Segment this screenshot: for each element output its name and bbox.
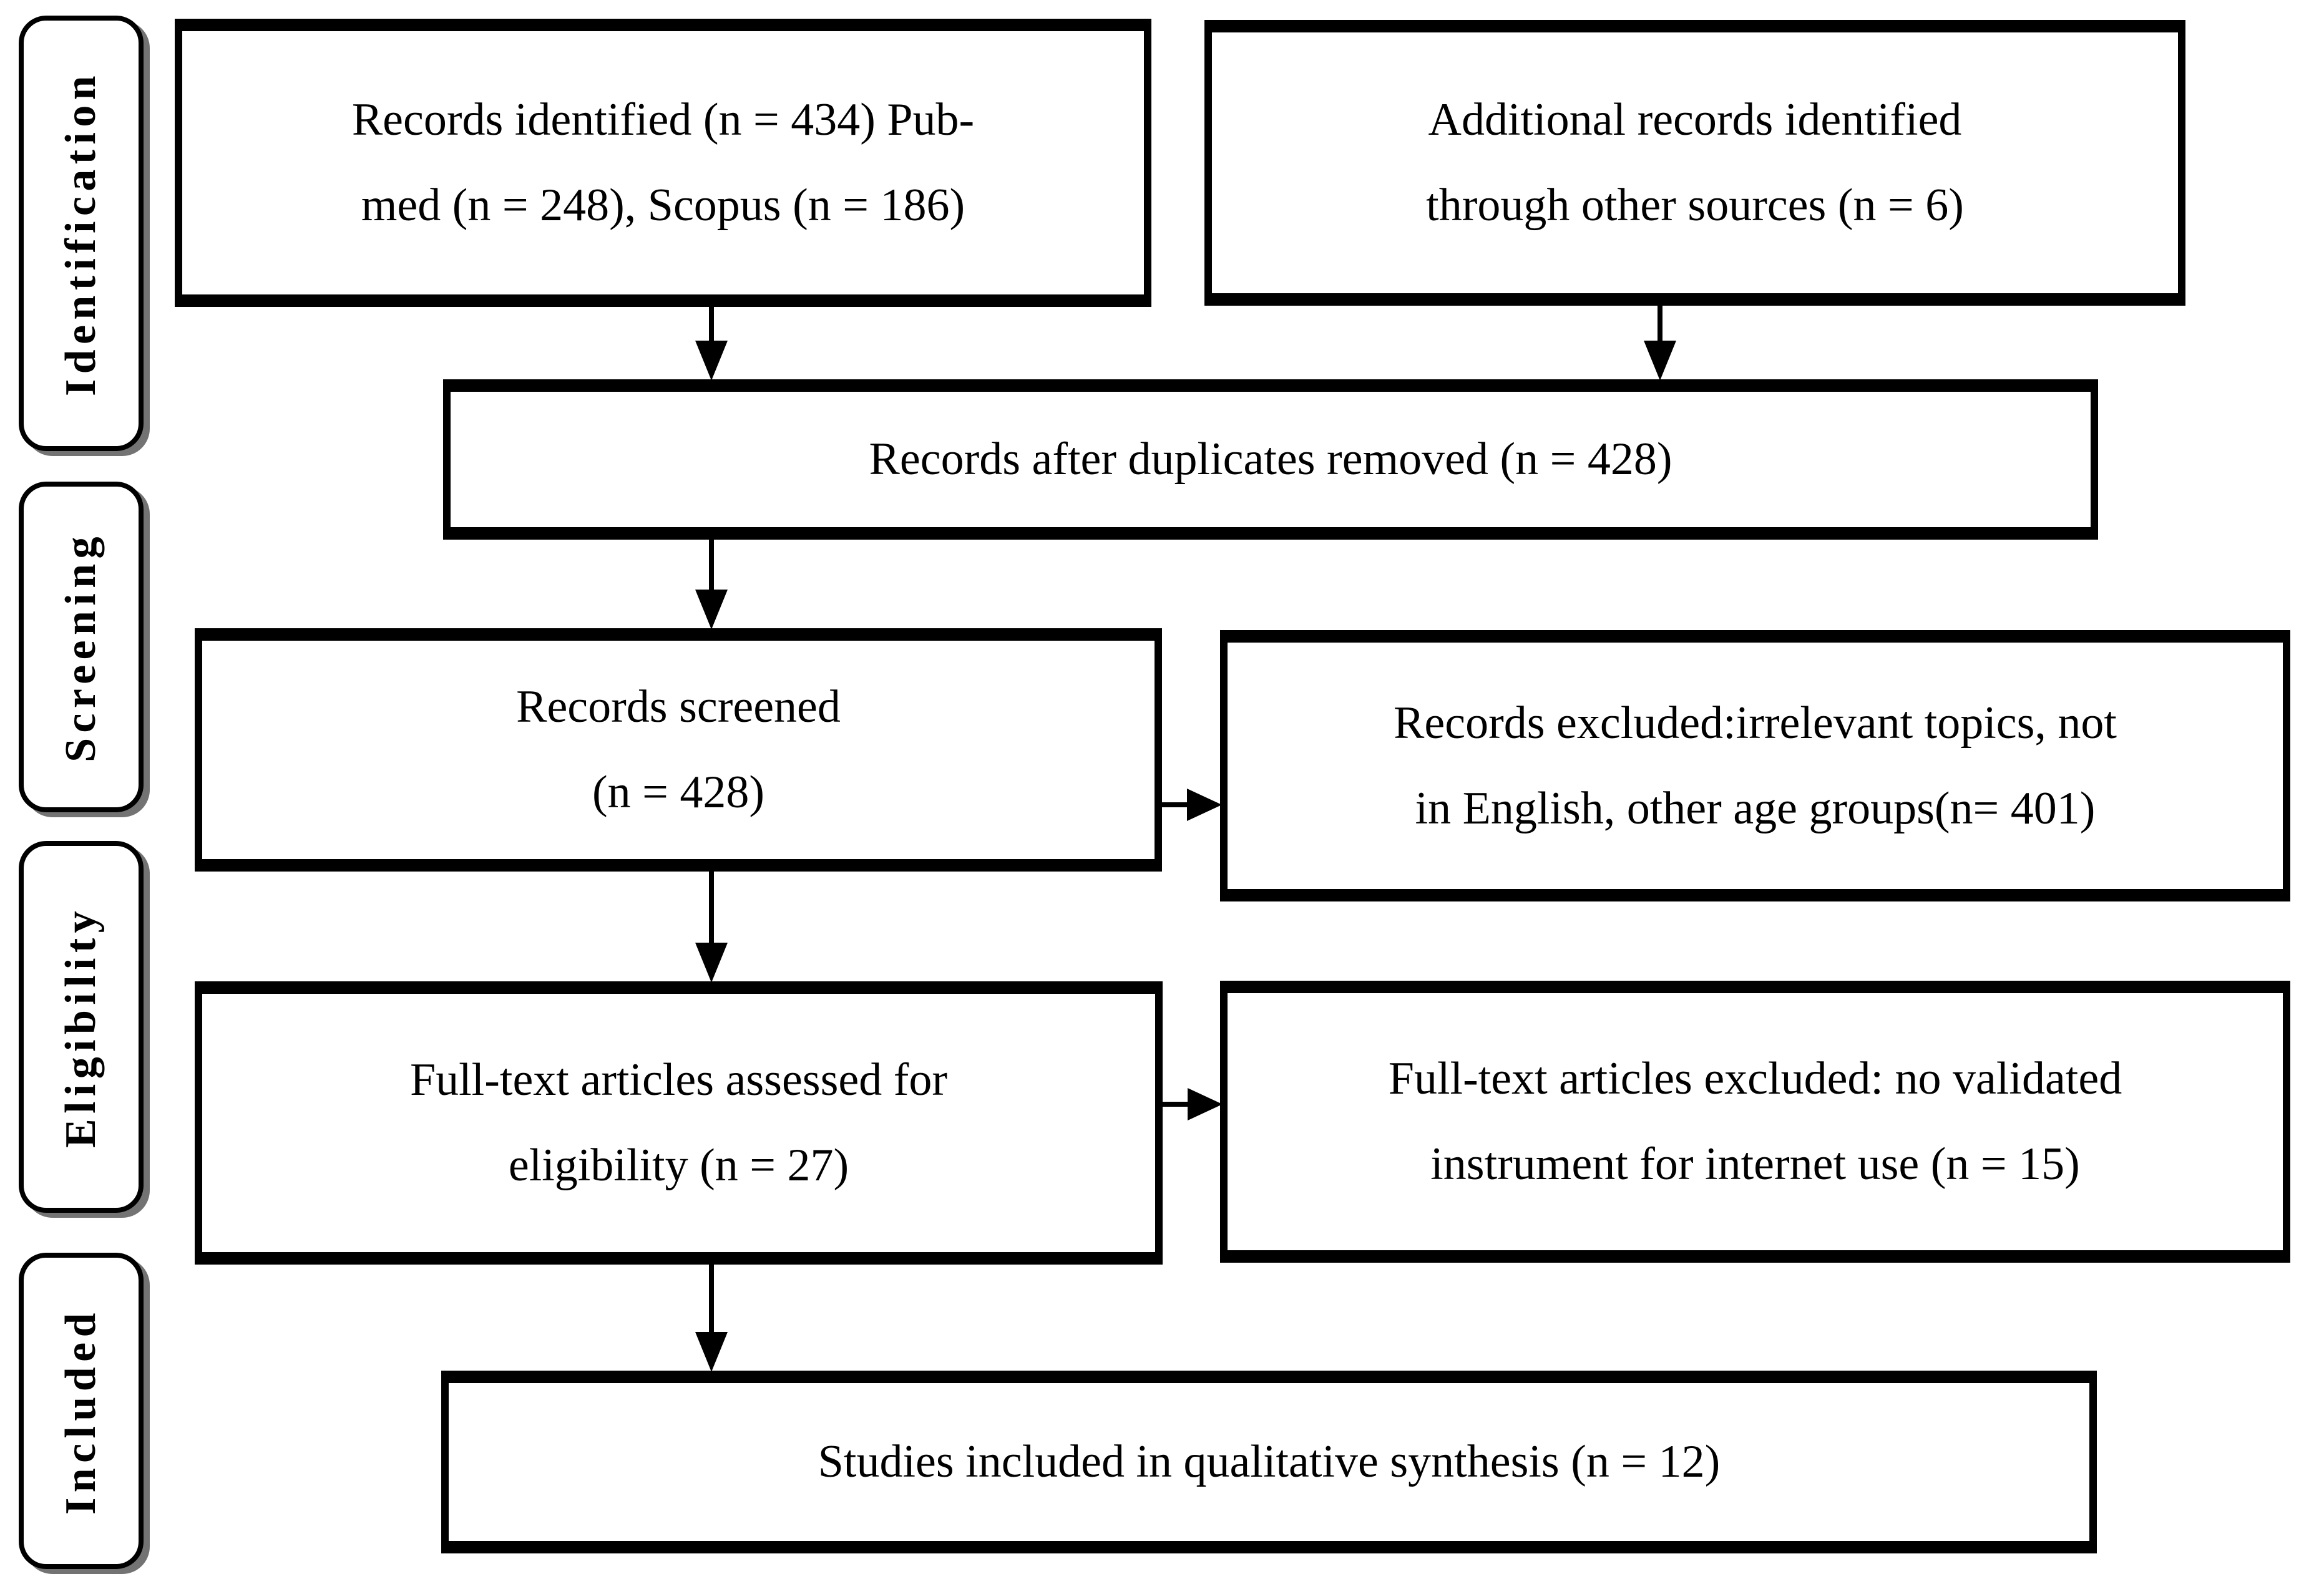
arrow-line [1658,306,1662,342]
arrowhead-right-icon [1188,1088,1223,1120]
stage-label-identification-text: Identification [57,70,105,397]
arrow-line [709,540,714,591]
box-fulltext-excluded: Full-text articles excluded: no validate… [1220,981,2290,1263]
stage-label-eligibility: Eligibility [19,841,144,1213]
arrow-line [709,872,714,944]
stage-label-eligibility-text: Eligibility [57,905,105,1149]
stage-label-included: Included [19,1253,144,1569]
box-additional-records: Additional records identified through ot… [1204,20,2185,306]
box-studies-included: Studies included in qualitative synthesi… [441,1371,2097,1553]
box-records-after-duplicates: Records after duplicates removed (n = 42… [443,379,2098,540]
arrowhead-down-icon [695,943,728,983]
arrow-line [1163,1102,1189,1107]
arrow-line [709,1265,714,1333]
arrowhead-down-icon [695,590,728,629]
stage-label-screening-text: Screening [57,532,105,762]
stage-label-identification: Identification [19,16,144,451]
arrow-line [709,307,714,342]
arrowhead-down-icon [695,1332,728,1372]
arrowhead-right-icon [1187,789,1222,821]
box-records-excluded: Records excluded:irrelevant topics, not … [1220,630,2290,901]
stage-label-included-text: Included [57,1307,105,1515]
box-records-identified: Records identified (n = 434) Pub- med (n… [175,19,1151,307]
stage-label-screening: Screening [19,482,144,812]
box-records-screened: Records screened (n = 428) [195,628,1162,872]
box-fulltext-assessed: Full-text articles assessed for eligibil… [195,981,1163,1265]
arrowhead-down-icon [695,341,728,381]
arrowhead-down-icon [1644,341,1676,381]
arrow-line [1162,802,1188,807]
